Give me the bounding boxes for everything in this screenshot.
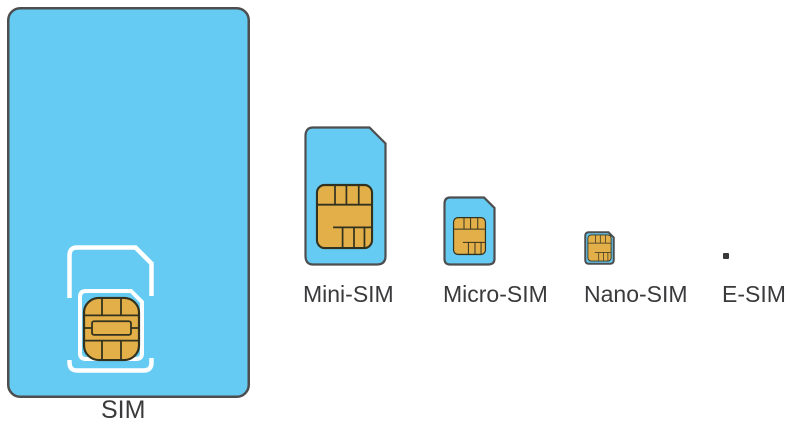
sim-label: SIM [101, 396, 146, 424]
e-sim-label: E-SIM [722, 281, 786, 307]
cutout-perforation-gap-left [66, 298, 73, 360]
micro-sim-card [443, 196, 496, 266]
micro-sim-label: Micro-SIM [443, 281, 548, 307]
sim-card [7, 7, 250, 398]
micro-sim-chip [452, 216, 487, 256]
mini-sim-chip [315, 183, 374, 250]
mini-sim-label: Mini-SIM [303, 281, 394, 307]
nano-sim-chip [587, 234, 612, 262]
e-sim-dot [723, 253, 729, 259]
mini-sim-card [304, 126, 387, 266]
micro-sim-cutout-outline [78, 289, 144, 361]
nano-sim-label: Nano-SIM [584, 281, 688, 307]
cutout-perforation-gap-right [148, 296, 155, 358]
sim-chip [82, 296, 141, 362]
mini-sim-cutout-outline [67, 245, 154, 373]
nano-sim-card [584, 231, 615, 265]
